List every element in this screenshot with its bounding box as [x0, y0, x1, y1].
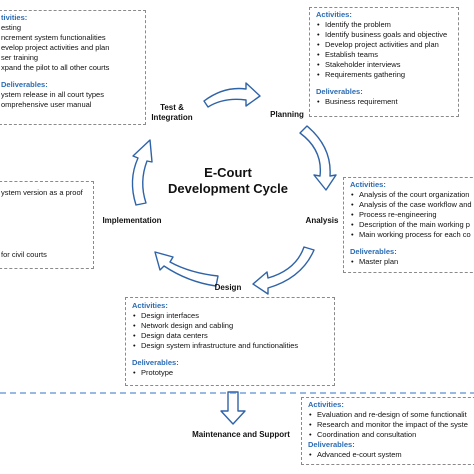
list-item: Network design and cabling	[132, 321, 330, 331]
analysis-deliverables-header: Deliverables:	[350, 247, 397, 256]
maintenance-activities-header: Activities:	[308, 400, 344, 409]
design-deliverables-list: Prototype	[132, 368, 330, 378]
implementation-text-2: for civil courts	[1, 250, 47, 259]
list-item: ser training	[1, 53, 39, 62]
list-item: Description of the main working p	[350, 220, 474, 230]
maintenance-box: Activities: Evaluation and re-design of …	[301, 397, 474, 465]
list-item: ystem release in all court types	[1, 90, 104, 99]
planning-deliverables-list: Business requirement	[316, 97, 454, 107]
arrow-planning-to-analysis	[299, 125, 337, 191]
design-activities-header: Activities:	[132, 301, 168, 310]
list-item: Design interfaces	[132, 311, 330, 321]
list-item: Develop project activities and plan	[316, 40, 454, 50]
analysis-box: Activities: Analysis of the court organi…	[343, 177, 474, 273]
stage-test-line-1: Test &	[160, 103, 184, 112]
implementation-box: ystem version as a proof for civil court…	[0, 181, 94, 269]
list-item: ncrement system functionalities	[1, 33, 106, 42]
stage-planning: Planning	[270, 110, 304, 119]
list-item: Prototype	[132, 368, 330, 378]
implementation-text-1: ystem version as a proof	[1, 188, 83, 197]
diagram-title-line-1: E-Court	[204, 165, 252, 180]
list-item: Identify the problem	[316, 20, 454, 30]
list-item: Design data centers	[132, 331, 330, 341]
arrow-design-to-maintenance	[220, 391, 246, 425]
design-box: Activities: Design interfaces Network de…	[125, 297, 335, 386]
planning-box: Activities: Identify the problem Identif…	[309, 7, 459, 117]
list-item: Analysis of the case workflow and	[350, 200, 474, 210]
stage-analysis: Analysis	[305, 216, 339, 225]
analysis-activities-header: Activities:	[350, 180, 386, 189]
diagram-title: E-Court Development Cycle	[160, 165, 296, 197]
analysis-deliverables-list: Master plan	[350, 257, 474, 267]
test-deliverables-list: ystem release in all court types omprehe…	[1, 90, 141, 110]
stage-test-integration: Test & Integration	[142, 103, 202, 123]
list-item: Evaluation and re-design of some functio…	[308, 410, 474, 420]
list-item: Research and monitor the impact of the s…	[308, 420, 474, 430]
list-item: omprehensive user manual	[1, 100, 92, 109]
planning-activities-header: Activities:	[316, 10, 352, 19]
list-item: Master plan	[350, 257, 474, 267]
list-item: esting	[1, 23, 22, 32]
test-activities-header: tivities:	[1, 13, 28, 22]
list-item: Main working process for each co	[350, 230, 474, 240]
test-deliverables-header: Deliverables:	[1, 80, 48, 89]
list-item: Advanced e-court system	[308, 450, 474, 460]
planning-activities-list: Identify the problem Identify business g…	[316, 20, 454, 80]
diagram-title-line-2: Development Cycle	[168, 181, 288, 196]
stage-maintenance-support: Maintenance and Support	[192, 430, 290, 439]
list-item: Analysis of the court organization	[350, 190, 474, 200]
maintenance-deliverables-header: Deliverables:	[308, 440, 355, 449]
test-activities-list: esting ncrement system functionalities e…	[1, 23, 141, 73]
maintenance-activities-list: Evaluation and re-design of some functio…	[308, 410, 474, 440]
list-item: Stakeholder interviews	[316, 60, 454, 70]
design-activities-list: Design interfaces Network design and cab…	[132, 311, 330, 351]
planning-deliverables-header: Deliverables:	[316, 87, 363, 96]
list-item: Coordination and consultation	[308, 430, 474, 440]
list-item: Process re-engineering	[350, 210, 474, 220]
list-item: Requirements gathering	[316, 70, 454, 80]
list-item: Establish teams	[316, 50, 454, 60]
list-item: xpand the pilot to all other courts	[1, 63, 110, 72]
list-item: Business requirement	[316, 97, 454, 107]
arrow-test-to-planning	[203, 82, 261, 108]
list-item: evelop project activities and plan	[1, 43, 110, 52]
analysis-activities-list: Analysis of the court organization Analy…	[350, 190, 474, 240]
maintenance-deliverables-list: Advanced e-court system	[308, 450, 474, 460]
list-item: Design system infrastructure and functio…	[132, 341, 330, 351]
arrow-implementation-to-test	[131, 139, 153, 206]
stage-implementation: Implementation	[102, 216, 162, 225]
stage-test-line-2: Integration	[151, 113, 193, 122]
arrow-analysis-to-design	[252, 246, 315, 295]
test-box: tivities: esting ncrement system functio…	[0, 10, 146, 125]
list-item: Identify business goals and objective	[316, 30, 454, 40]
stage-design: Design	[214, 283, 242, 292]
arrow-design-to-implementation	[154, 251, 219, 287]
design-deliverables-header: Deliverables:	[132, 358, 179, 367]
